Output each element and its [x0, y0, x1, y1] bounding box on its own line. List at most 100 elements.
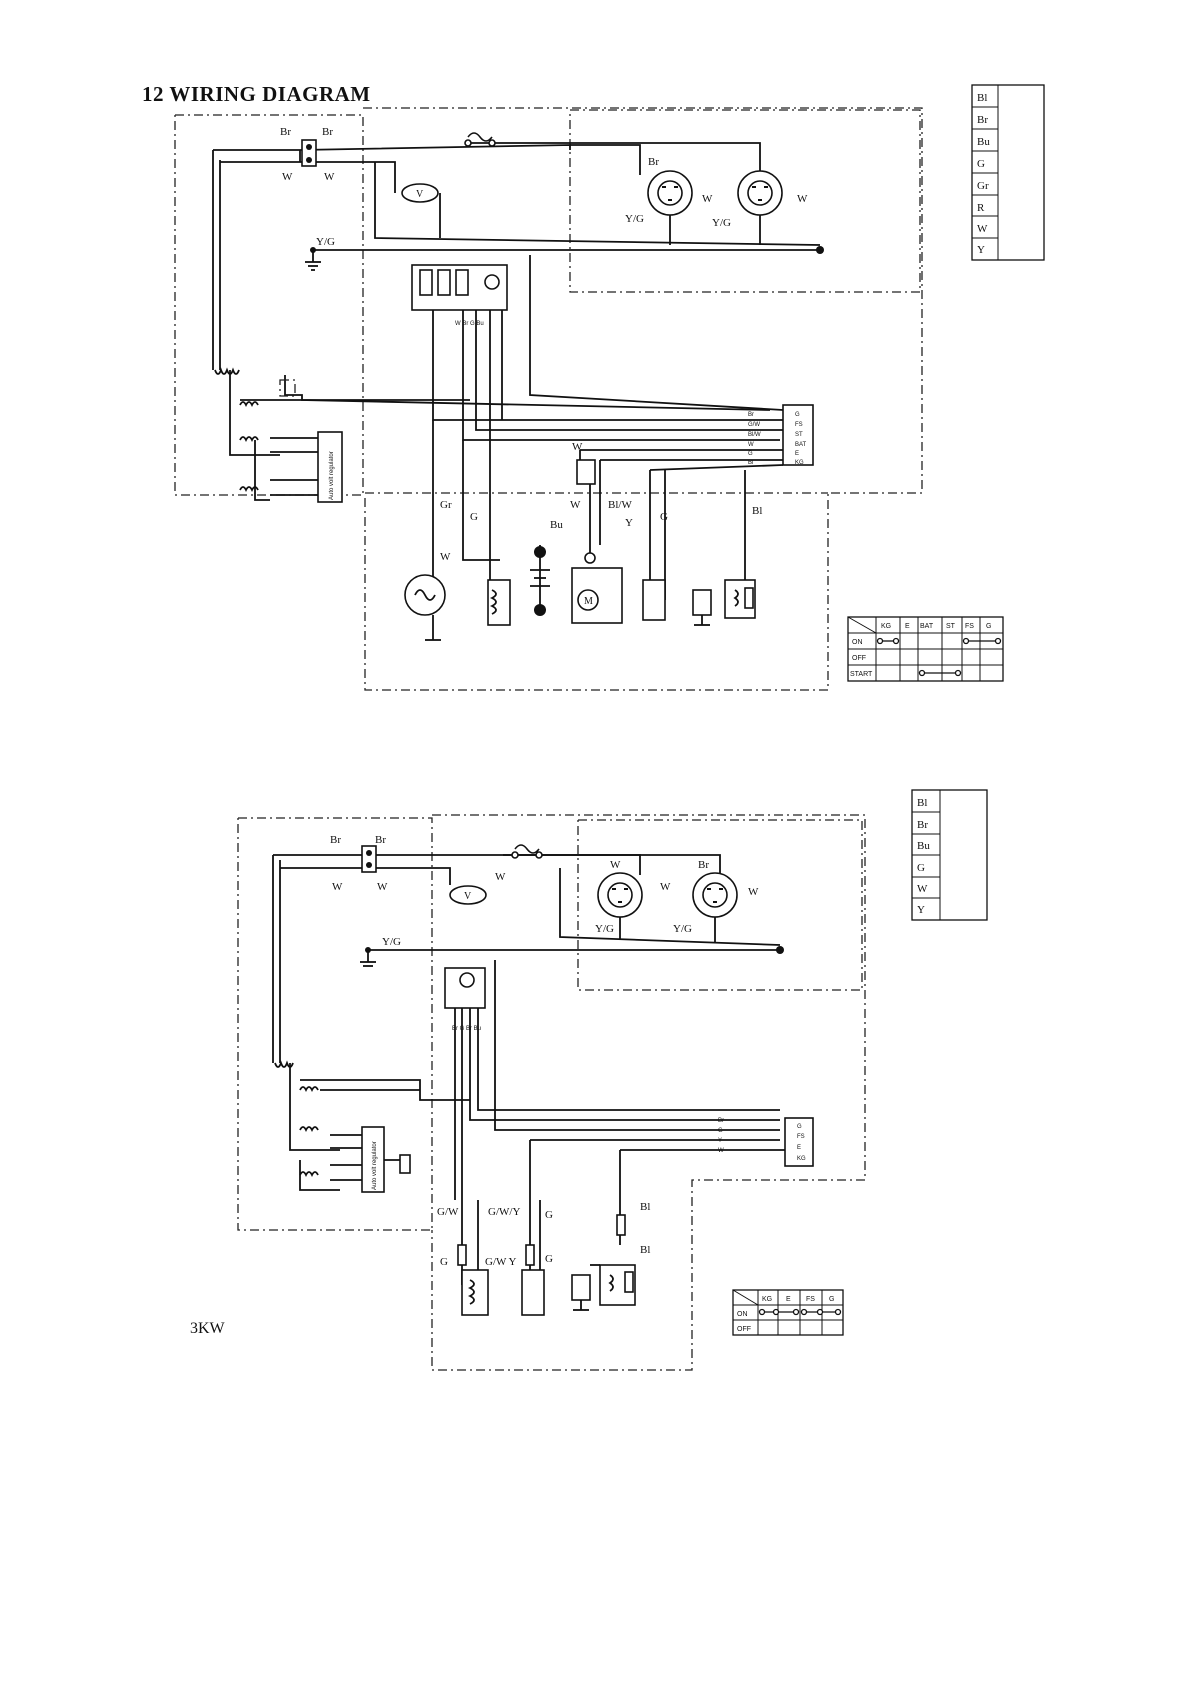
bottom-generator-box — [237, 817, 433, 1231]
svg-text:KG: KG — [797, 1156, 806, 1162]
svg-text:E: E — [905, 623, 910, 630]
svg-text:KG: KG — [795, 460, 804, 466]
svg-text:Y/G: Y/G — [712, 217, 731, 229]
stator-coil-bottom — [272, 855, 294, 1068]
circuit-breaker — [464, 132, 496, 147]
svg-text:G: G — [797, 1124, 802, 1130]
svg-text:Br: Br — [698, 859, 709, 871]
svg-text:G: G — [829, 1296, 834, 1303]
svg-text:START: START — [850, 671, 873, 678]
svg-text:G: G — [718, 1128, 723, 1134]
avr-regulator-top: Auto volt regulator — [254, 431, 343, 503]
svg-text:Y: Y — [625, 517, 633, 529]
svg-text:G: G — [917, 862, 925, 874]
svg-text:W: W — [917, 883, 928, 895]
svg-text:V: V — [464, 891, 472, 902]
bottom-wiring-diagram: V Br G Br Bu — [237, 789, 988, 1371]
svg-text:Bl/W: Bl/W — [748, 432, 761, 438]
avr-board-bottom — [444, 967, 486, 1009]
wire-br-top — [213, 144, 571, 151]
starter-motor-icon: M — [571, 552, 623, 624]
ac-outlet-3-icon — [597, 872, 643, 918]
ignition-coil-icon-bottom — [590, 1264, 636, 1306]
svg-text:Bl: Bl — [640, 1244, 650, 1256]
svg-text:E: E — [795, 451, 799, 457]
svg-text:Gr: Gr — [440, 499, 452, 511]
svg-text:KG: KG — [881, 623, 891, 630]
svg-text:G: G — [545, 1253, 553, 1265]
key-switch-connector-bottom: G FS E KG Br G Y W — [619, 1117, 814, 1245]
switch-table-bottom: KG E FS G ON OFF — [732, 1289, 844, 1336]
svg-text:Br: Br — [748, 412, 754, 418]
svg-text:W: W — [660, 881, 671, 893]
svg-text:Bl: Bl — [917, 797, 927, 809]
model-caption: 3KW — [190, 1320, 225, 1337]
svg-text:ON: ON — [737, 1311, 748, 1318]
color-legend-bottom: Bl Br Bu G W Y — [911, 789, 988, 921]
svg-text:G: G — [795, 412, 800, 418]
regulator-label-top: Auto volt regulator — [329, 451, 335, 500]
svg-text:W: W — [377, 881, 388, 893]
battery-icon — [530, 545, 550, 616]
bus-wire-labels-bottom: Br G Br Bu — [452, 1026, 481, 1032]
wire-w-top — [220, 161, 396, 193]
svg-text:ST: ST — [946, 623, 956, 630]
svg-text:BAT: BAT — [795, 442, 807, 448]
wire-yg-bus — [374, 162, 821, 246]
svg-text:M: M — [584, 596, 593, 607]
svg-text:FS: FS — [797, 1134, 805, 1140]
fuse-icon-top — [576, 459, 596, 485]
svg-text:FS: FS — [806, 1296, 815, 1303]
svg-text:Bu: Bu — [977, 136, 990, 148]
bus-3 — [475, 310, 783, 431]
svg-text:FS: FS — [965, 623, 974, 630]
ignition-coil-icon-top — [692, 579, 756, 626]
oil-sensor-icon — [404, 574, 446, 641]
svg-text:ST: ST — [795, 432, 803, 438]
lower-components-top: M — [404, 420, 756, 641]
circuit-breaker-bottom — [511, 844, 543, 859]
svg-text:Br: Br — [322, 126, 333, 138]
wire-outlet1-br — [570, 144, 641, 175]
voltmeter-icon-bottom: V — [449, 885, 487, 905]
wire-br-bottom — [273, 854, 641, 875]
exciter-coils-top — [229, 370, 771, 493]
svg-text:Bl: Bl — [748, 460, 753, 466]
svg-text:Bu: Bu — [550, 519, 563, 531]
avr-board-top — [411, 264, 508, 311]
svg-text:G: G — [470, 511, 478, 523]
svg-text:G: G — [748, 451, 753, 457]
key-switch-connector-top: G FS ST BAT E KG Br G/W Bl/W W G Bl — [580, 404, 814, 471]
svg-text:W: W — [702, 193, 713, 205]
cdi-unit-icon-bottom — [571, 1274, 591, 1311]
svg-text:G/W: G/W — [437, 1206, 459, 1218]
svg-text:E: E — [797, 1145, 801, 1151]
svg-text:Y: Y — [977, 244, 985, 256]
bus-b4 — [477, 1008, 780, 1111]
svg-text:Br: Br — [977, 114, 988, 126]
svg-text:Bl: Bl — [977, 92, 987, 104]
svg-text:Bl: Bl — [752, 505, 762, 517]
cdi-unit-icon — [642, 579, 666, 621]
svg-text:W: W — [324, 171, 335, 183]
svg-text:G: G — [986, 623, 991, 630]
svg-text:Bu: Bu — [917, 840, 930, 852]
svg-text:W: W — [440, 551, 451, 563]
svg-text:OFF: OFF — [737, 1326, 751, 1333]
svg-text:G/W Y: G/W Y — [485, 1256, 517, 1268]
wire-outlet2-br — [470, 142, 761, 175]
svg-text:W: W — [572, 441, 583, 453]
svg-text:Y: Y — [917, 904, 925, 916]
top-control-box — [363, 107, 923, 691]
exciter-coils-bottom — [289, 1063, 470, 1191]
svg-text:Br: Br — [718, 1118, 724, 1124]
svg-text:W: W — [570, 499, 581, 511]
svg-text:Br: Br — [648, 156, 659, 168]
svg-text:Br: Br — [375, 834, 386, 846]
wire-yg-bus-bottom — [559, 868, 781, 946]
svg-text:W: W — [282, 171, 293, 183]
color-legend-top: Bl Br Bu G Gr R W Y — [971, 84, 1045, 261]
bus-6 — [529, 255, 784, 411]
terminal-block-bottom — [361, 845, 377, 873]
